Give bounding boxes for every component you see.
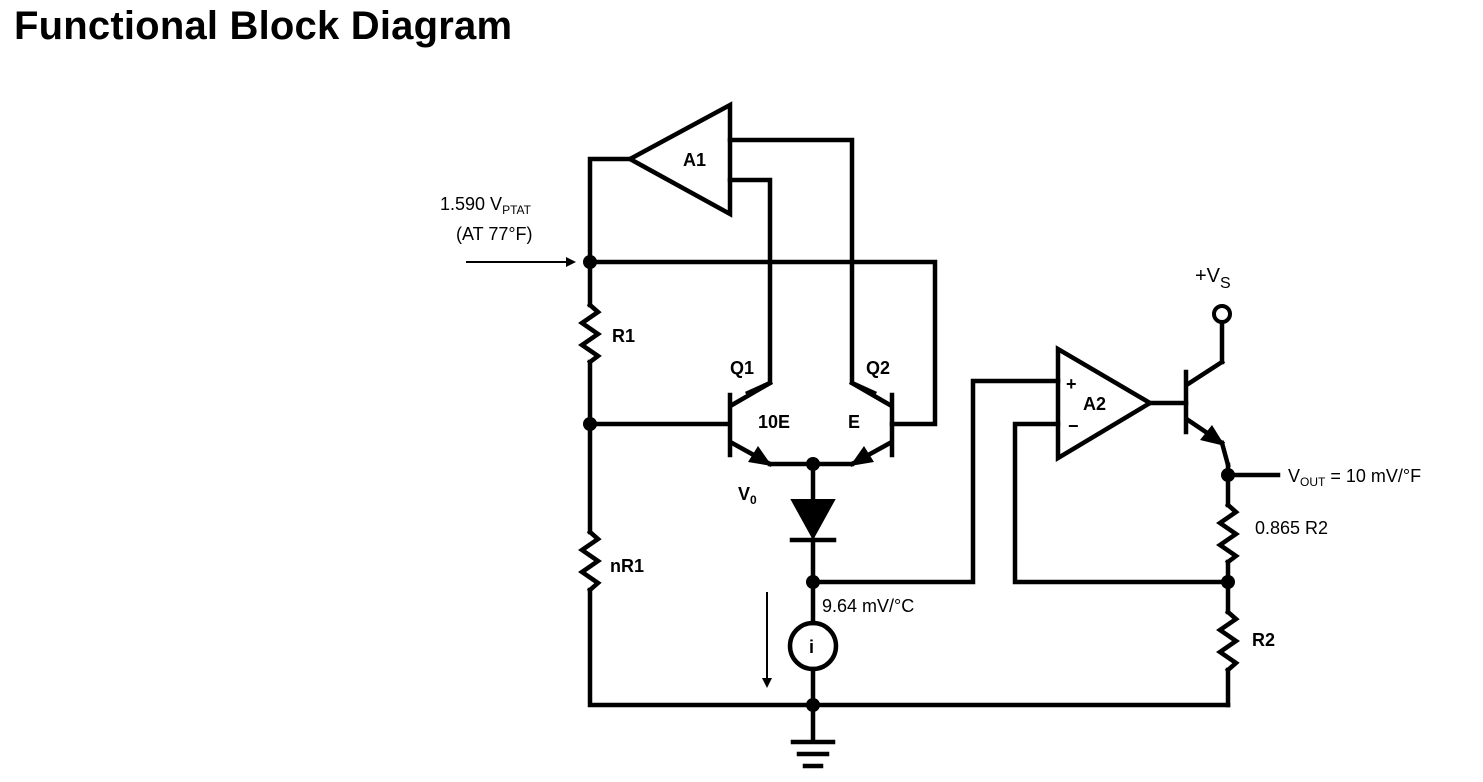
transistor-q1-collector [728, 379, 774, 409]
junction-dot [806, 575, 820, 589]
wire-emitter-down [1219, 440, 1231, 468]
label-nr1: nR1 [610, 556, 644, 576]
junction-dot [806, 698, 820, 712]
resistor-r1 [578, 301, 602, 366]
resistor-r2 [1216, 608, 1240, 674]
junction-dot [583, 255, 597, 269]
junction-dot [1221, 575, 1235, 589]
amplifier-a2 [1055, 345, 1155, 462]
resistor-0865-r2 [1216, 501, 1240, 566]
resistor-nr1 [578, 528, 602, 594]
transistor-q2-collector [848, 379, 894, 409]
page-title: Functional Block Diagram [14, 4, 513, 48]
transistor-q2-emitter-arrow [850, 446, 874, 466]
label-a2-plus: + [1066, 374, 1077, 394]
junction-dot [1221, 468, 1235, 482]
label-q2-emitter: E [848, 412, 860, 432]
transistor-out-emitter-arrow [1200, 425, 1225, 446]
transistor-out-collector [1184, 358, 1226, 388]
label-r1: R1 [612, 326, 635, 346]
label-a1: A1 [683, 150, 706, 170]
label-q1-emitter: 10E [758, 412, 790, 432]
label-vptat-condition: (AT 77°F) [456, 224, 533, 244]
label-r2: R2 [1252, 630, 1275, 650]
label-vptat: 1.590 VPTAT [440, 194, 532, 217]
label-r2-upper: 0.865 R2 [1255, 518, 1328, 538]
label-node-slope: 9.64 mV/°C [822, 596, 914, 616]
diode [790, 499, 836, 541]
wire-left-bottom [587, 587, 1231, 708]
amplifier-a1 [625, 101, 733, 218]
label-vs: +VS [1195, 265, 1231, 292]
wire-top-rail [587, 259, 938, 427]
label-current-source: i [809, 637, 814, 657]
junction-dot [583, 417, 597, 431]
label-a2-minus: − [1068, 416, 1079, 436]
vs-terminal [1212, 304, 1232, 324]
label-vout: VOUT = 10 mV/°F [1288, 466, 1421, 489]
label-v0: V0 [738, 484, 757, 507]
wire-to-a2-plus [810, 378, 1061, 585]
label-a2: A2 [1083, 394, 1106, 414]
wire-a1-output [587, 156, 633, 265]
label-q1: Q1 [730, 358, 754, 378]
junction-dot [806, 457, 820, 471]
transistor-q1-emitter-arrow [748, 446, 772, 466]
label-q2: Q2 [866, 358, 890, 378]
wire-a2-minus-feedback [1012, 421, 1231, 585]
